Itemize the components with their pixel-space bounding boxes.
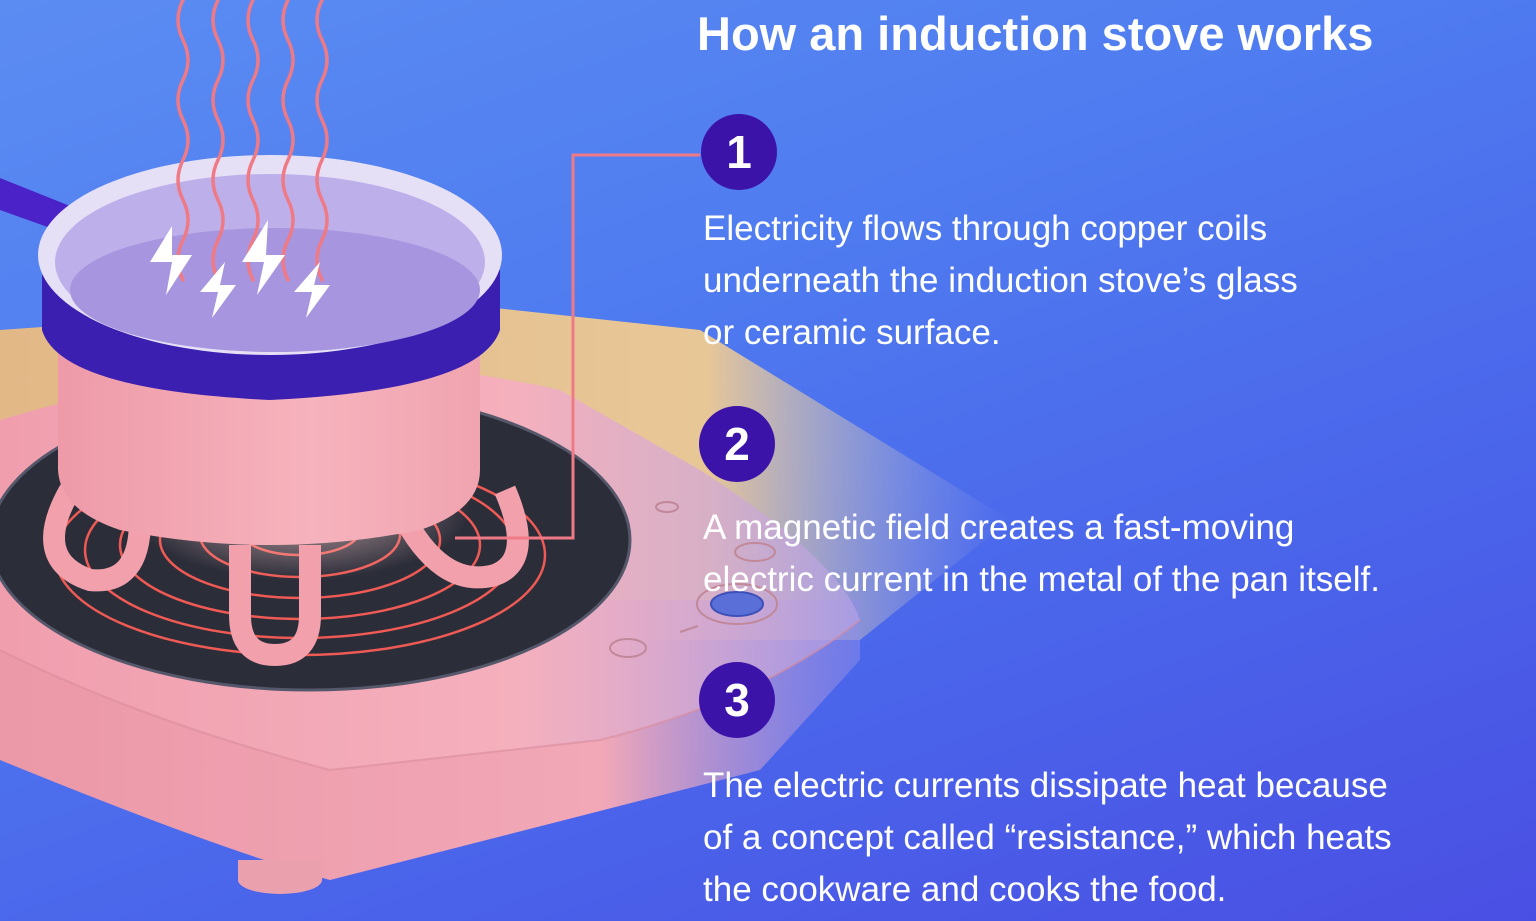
step-2-line: A magnetic field creates a fast-moving	[703, 508, 1295, 547]
step-2-line: electric current in the metal of the pan…	[703, 560, 1380, 599]
lightning-bolts	[150, 220, 330, 318]
connector-line	[455, 153, 700, 540]
step-1-line: underneath the induction stove’s glass	[703, 261, 1298, 300]
page-title: How an induction stove works	[697, 7, 1374, 60]
step-3-text: The electric currents dissipate heat bec…	[703, 760, 1392, 916]
step-1-line: Electricity flows through copper coils	[703, 209, 1268, 248]
step-1-text: Electricity flows through copper coils u…	[703, 203, 1298, 359]
step-1-line: or ceramic surface.	[703, 313, 1001, 352]
step-2-number: 2	[724, 418, 750, 470]
stove-controls	[609, 501, 778, 658]
pan-water	[70, 228, 480, 352]
step-3-badge: 3	[699, 662, 775, 738]
step-3-line: the cookware and cooks the food.	[703, 870, 1227, 909]
step-2-badge: 2	[699, 406, 775, 482]
step-3-line: of a concept called “resistance,” which …	[703, 818, 1392, 857]
step-2-text: A magnetic field creates a fast-moving e…	[703, 502, 1380, 606]
step-1-number: 1	[726, 126, 752, 178]
heat-waves	[176, 0, 329, 282]
step-3-line: The electric currents dissipate heat bec…	[703, 766, 1388, 805]
step-1-badge: 1	[701, 114, 777, 190]
step-3-number: 3	[724, 674, 750, 726]
u-magnets	[43, 484, 529, 667]
